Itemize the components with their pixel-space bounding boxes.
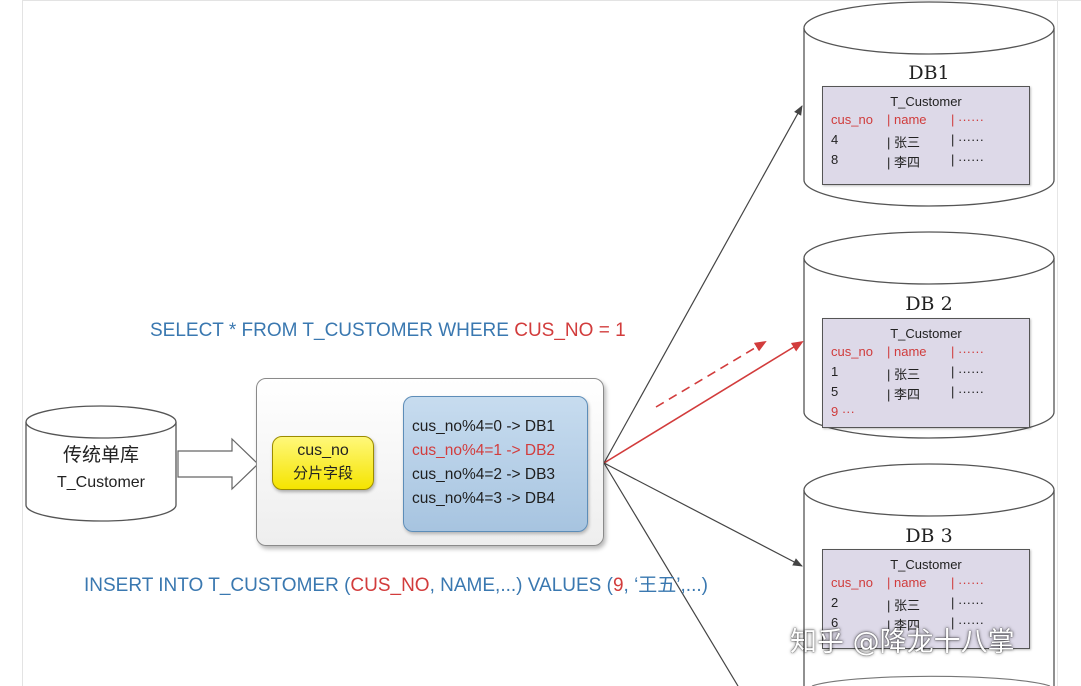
frame-top-border	[22, 0, 1081, 1]
table-row: 8 | 李四 | ······	[831, 152, 984, 170]
single-db-title: 传统单库	[62, 444, 139, 466]
route-line-db3	[603, 462, 803, 567]
rule-db2: cus_no%4=1 -> DB2	[412, 442, 556, 459]
table-row: 5 | 李四 | ······	[831, 384, 984, 402]
route-line-db1	[603, 105, 803, 464]
rule-db4: cus_no%4=3 -> DB4	[412, 490, 556, 507]
route-line-db2	[603, 340, 804, 464]
db3-title: DB 3	[905, 525, 953, 547]
db1-table: T_Customer cus_no | name | ······ 4 | 张三…	[822, 86, 1030, 185]
db1-table-name: T_Customer	[890, 94, 962, 109]
insert-sql-part3: , ‘王五’,...)	[623, 575, 708, 596]
watermark-text: 知乎 @降龙十八掌	[790, 627, 1015, 658]
insert-sql-shard-value: 9	[612, 575, 624, 596]
shard-key-field: cus_no	[297, 442, 349, 459]
table-row: 2 | 张三 | ······	[831, 595, 984, 613]
db2-table-name: T_Customer	[890, 326, 962, 341]
single-db-table-name: T_Customer	[56, 474, 146, 491]
db3-table-header: cus_no | name | ······	[831, 575, 984, 590]
select-sql: SELECT * FROM T_CUSTOMER WHERE CUS_NO = …	[150, 320, 626, 342]
frame-left-border	[22, 0, 23, 686]
table-row: 1 | 张三 | ······	[831, 364, 984, 382]
db2-title: DB 2	[905, 293, 953, 315]
insert-sql-shard-column: CUS_NO	[350, 575, 430, 596]
db4-cylinder-edge	[811, 675, 1051, 686]
route-line-db4	[603, 462, 739, 686]
select-sql-main: SELECT * FROM T_CUSTOMER WHERE	[150, 320, 515, 341]
table-row-new: 9 ···	[831, 404, 855, 419]
sharding-rules-box: cus_no%4=0 -> DB1 cus_no%4=1 -> DB2 cus_…	[403, 396, 588, 532]
frame-right-border	[1057, 0, 1058, 686]
shard-key-box: cus_no 分片字段	[272, 436, 374, 490]
db3-table-name: T_Customer	[890, 557, 962, 572]
select-sql-condition: CUS_NO = 1	[514, 320, 626, 341]
shard-key-label: 分片字段	[292, 464, 353, 482]
db1-title: DB1	[908, 62, 950, 84]
table-row: 4 | 张三 | ······	[831, 132, 984, 150]
table-row: 6 | 李四 | ······	[831, 615, 984, 633]
rule-db1: cus_no%4=0 -> DB1	[412, 418, 556, 435]
insert-sql-part1: INSERT INTO T_CUSTOMER (	[84, 575, 351, 596]
insert-sql-part2: , NAME,...) VALUES (	[429, 575, 613, 596]
query-arrow-dashed	[655, 340, 767, 408]
db2-table-header: cus_no | name | ······	[831, 344, 984, 359]
db1-table-header: cus_no | name | ······	[831, 112, 984, 127]
single-db-cylinder	[25, 405, 177, 522]
insert-sql: INSERT INTO T_CUSTOMER (CUS_NO, NAME,...…	[84, 570, 708, 597]
db2-table: T_Customer cus_no | name | ······ 1 | 张三…	[822, 318, 1030, 428]
block-arrow-to-router	[177, 437, 259, 491]
db3-table: T_Customer cus_no | name | ······ 2 | 张三…	[822, 549, 1030, 649]
rule-db3: cus_no%4=2 -> DB3	[412, 466, 556, 483]
